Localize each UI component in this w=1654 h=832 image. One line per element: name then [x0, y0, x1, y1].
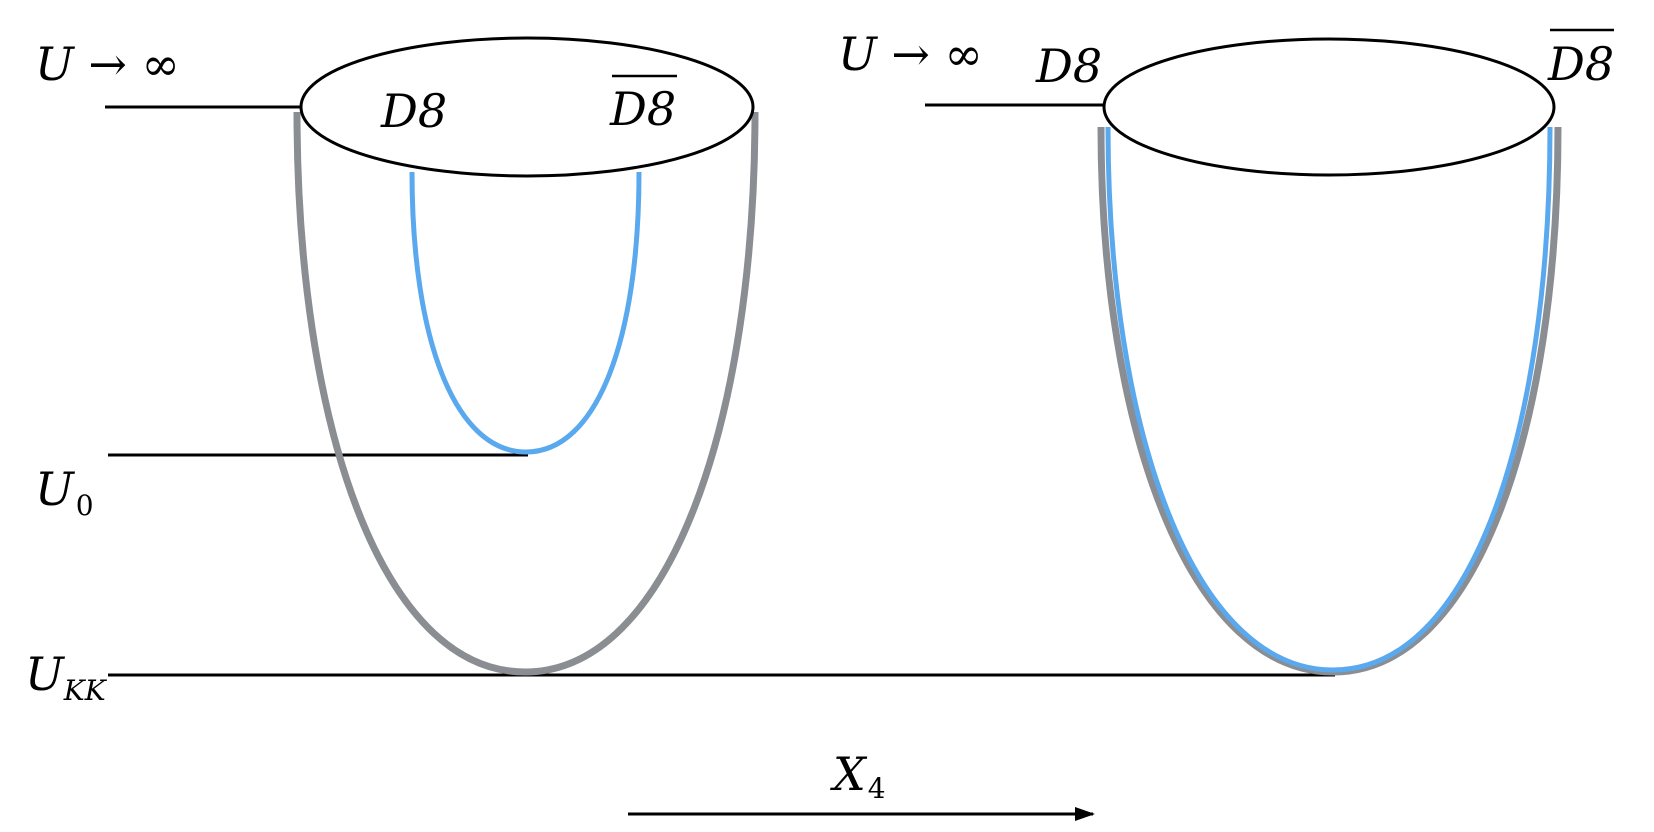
right-ellipse: [1102, 37, 1556, 177]
right-gray-curve: [1097, 126, 1562, 676]
left-ellipse: [299, 36, 755, 178]
left-blue-brane: [409, 171, 642, 455]
d8bar-label-left: D8: [609, 82, 676, 136]
u0-label: U0: [35, 462, 94, 522]
left-gray-curve: [293, 111, 759, 676]
d8-label-left: D8: [380, 84, 447, 138]
u-infinity-label-right: U → ∞: [838, 27, 983, 81]
x4-label: X4: [830, 747, 886, 805]
u-infinity-label-left: U → ∞: [35, 37, 180, 91]
d8-label-right: D8: [1035, 39, 1102, 93]
ukk-label: UKK: [25, 647, 108, 707]
d8bar-label-right: D8: [1547, 37, 1614, 91]
right-blue-brane: [1105, 126, 1553, 673]
